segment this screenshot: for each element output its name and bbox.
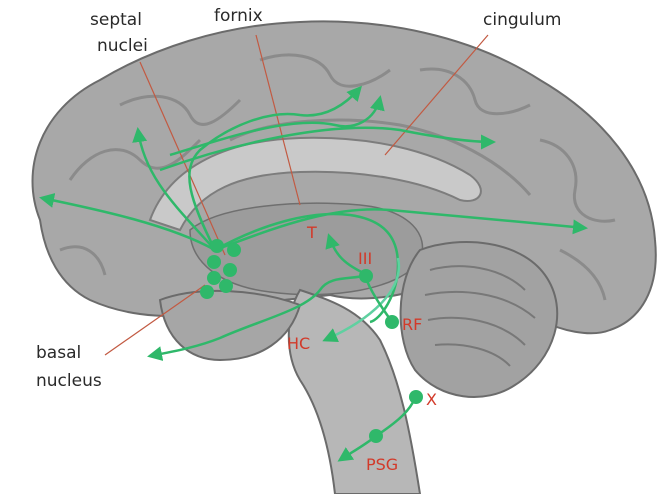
tag-psg: PSG [366,455,398,474]
nucleus-dot-psg [369,429,383,443]
label-septal-1: septal [90,10,142,30]
tag-hc: HC [287,334,310,353]
nucleus-dot [207,255,221,269]
label-fornix: fornix [214,6,263,26]
nucleus-dot [207,271,221,285]
label-septal-2: nuclei [97,36,148,56]
nucleus-dot [219,279,233,293]
nucleus-dot-rf [385,315,399,329]
tag-iii: III [358,249,372,268]
nucleus-dot-iii [359,269,373,283]
nucleus-dot-x [409,390,423,404]
label-basal-2: nucleus [36,371,102,391]
nucleus-dot [223,263,237,277]
label-basal-1: basal [36,343,81,363]
label-cingulum: cingulum [483,10,561,30]
tag-x: X [426,390,437,409]
brain-silhouette [33,21,656,494]
nucleus-dot [200,285,214,299]
tag-rf: RF [402,315,422,334]
nucleus-dot [227,243,241,257]
tag-t: T [306,223,317,242]
nucleus-dot [210,239,224,253]
